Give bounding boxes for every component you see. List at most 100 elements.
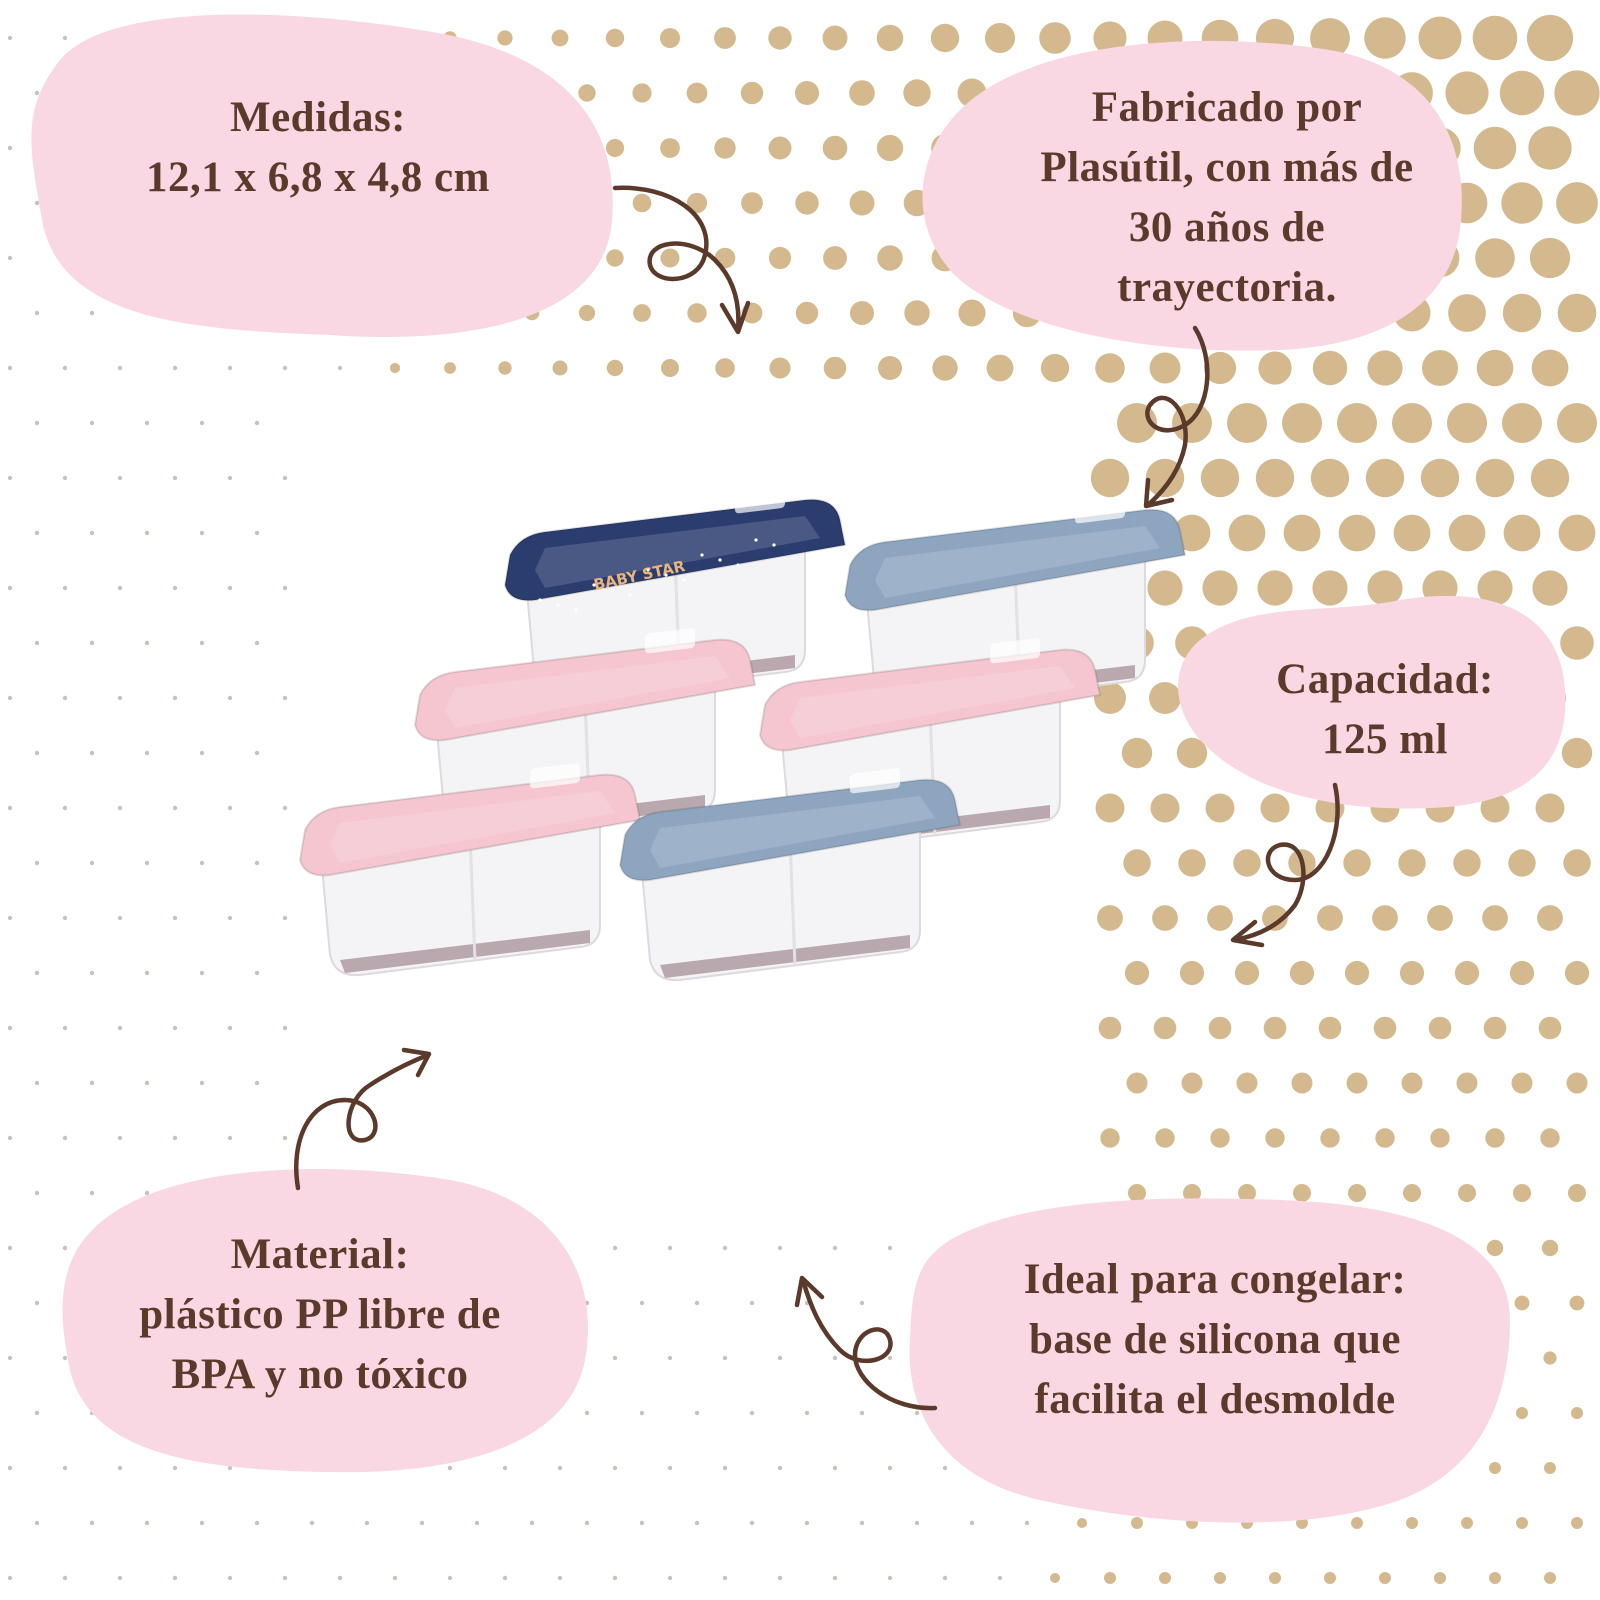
dot (172, 1025, 178, 1031)
dot (859, 1300, 865, 1306)
dot (7, 585, 13, 591)
dot (1040, 353, 1070, 383)
dot (1238, 1184, 1256, 1202)
dot (986, 354, 1014, 382)
dot (144, 530, 150, 536)
dot (1153, 1016, 1177, 1040)
dot (282, 915, 288, 921)
dot (254, 530, 260, 536)
callout-ideal: Ideal para congelar: base de silicona qu… (1024, 1250, 1407, 1430)
dot (1486, 1239, 1504, 1257)
dot (1472, 15, 1518, 61)
dot (1379, 1572, 1391, 1584)
dot (1480, 793, 1510, 823)
dot (199, 420, 205, 426)
dot (392, 1575, 398, 1581)
dot (1482, 905, 1508, 931)
dot (34, 1190, 40, 1196)
dot (227, 1025, 233, 1031)
callout-heading: Medidas: (230, 94, 406, 141)
dot (1050, 1573, 1060, 1583)
dot (639, 1300, 645, 1306)
dot (62, 1025, 68, 1031)
dot (1346, 1072, 1368, 1094)
dot (227, 585, 233, 591)
dot (1024, 1520, 1030, 1526)
dot (1344, 960, 1370, 986)
blob-fabricado (922, 40, 1462, 351)
dot (612, 1245, 618, 1251)
container-lid (843, 508, 1187, 612)
dot (172, 695, 178, 701)
dot (1447, 403, 1487, 443)
dot (34, 640, 40, 646)
dot (1509, 960, 1535, 986)
dot (117, 805, 123, 811)
callout-heading: Fabricado por (1091, 84, 1363, 131)
dot (1255, 458, 1295, 498)
dot (1312, 570, 1348, 606)
dot (7, 255, 13, 261)
dot (62, 1135, 68, 1141)
dot (584, 1410, 590, 1416)
dot (1418, 16, 1462, 60)
dot (1485, 1128, 1505, 1148)
dot (502, 1465, 508, 1471)
dot (887, 1465, 893, 1471)
dot (612, 1575, 618, 1581)
dot (389, 362, 401, 374)
dot (768, 136, 792, 160)
dot (639, 1410, 645, 1416)
lid-label-area (530, 763, 580, 789)
dot (1448, 294, 1486, 332)
dot (997, 1575, 1003, 1581)
dot (557, 1465, 563, 1471)
dot (62, 1575, 68, 1581)
dot (1499, 70, 1545, 116)
dot (447, 1575, 453, 1581)
dot (1348, 1184, 1366, 1202)
dot (584, 1520, 590, 1526)
dot (144, 640, 150, 646)
dot (62, 1355, 68, 1361)
callout-line: BPA y no tóxico (171, 1351, 469, 1398)
dot (227, 365, 233, 371)
dot (444, 362, 456, 374)
dot (1200, 458, 1240, 498)
dot (1100, 1128, 1120, 1148)
dot (227, 915, 233, 921)
dot (749, 1520, 755, 1526)
dot (958, 299, 986, 327)
dot (1453, 849, 1481, 877)
dot (1456, 1072, 1478, 1094)
dot (7, 1245, 13, 1251)
dot (144, 970, 150, 976)
dot (612, 1355, 618, 1361)
dot (7, 1465, 13, 1471)
dot (1427, 905, 1453, 931)
dot (1318, 1016, 1342, 1040)
dot (1406, 1517, 1418, 1529)
curly-arrow-icon (794, 1275, 938, 1411)
dot (823, 246, 847, 270)
dot (144, 860, 150, 866)
dot (7, 475, 13, 481)
dot (254, 970, 260, 976)
dot (749, 1300, 755, 1306)
dot (199, 1520, 205, 1526)
dot (777, 1355, 783, 1361)
dot (822, 25, 848, 51)
dot (633, 304, 651, 322)
dot (1181, 1072, 1203, 1094)
dot (89, 530, 95, 536)
dot (1343, 849, 1371, 877)
dot (1227, 403, 1267, 443)
dot (1263, 1016, 1287, 1040)
dot (282, 1025, 288, 1031)
dot (172, 585, 178, 591)
dot (7, 35, 13, 41)
callout-line: plástico PP libre de (139, 1291, 501, 1338)
dot (1434, 1572, 1446, 1584)
dot (1530, 458, 1570, 498)
dot (34, 420, 40, 426)
